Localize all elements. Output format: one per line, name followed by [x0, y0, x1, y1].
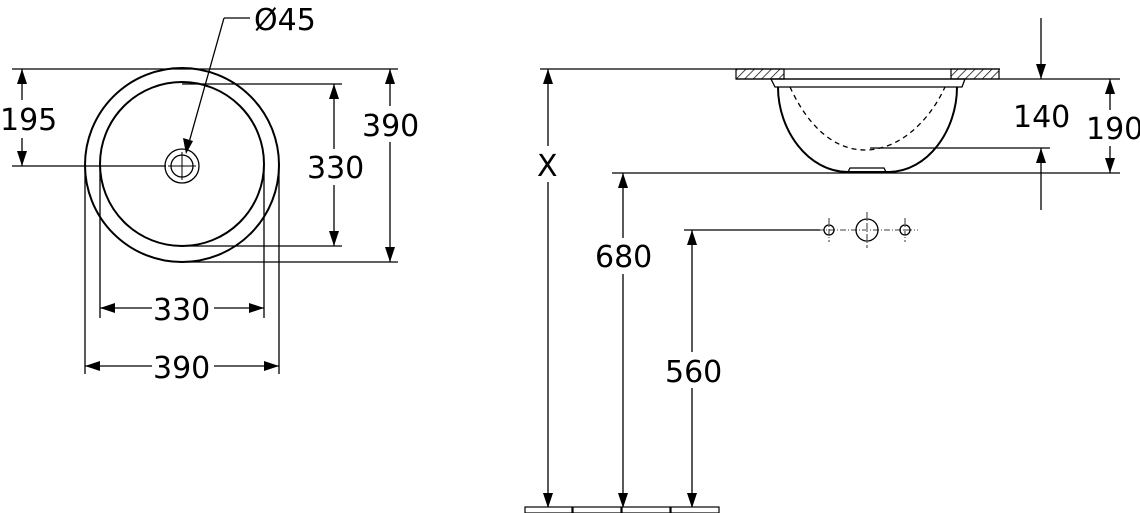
dim-680-arrow-bottom [618, 493, 628, 508]
dim-390-vertical-arrow-top [385, 69, 395, 84]
dim-390-horizontal-label: 390 [153, 351, 210, 386]
dim-560-label: 560 [665, 355, 722, 390]
diameter-label: Ø45 [254, 3, 316, 38]
dim-140-arrow-top [1036, 64, 1046, 79]
dim-560-arrow-bottom [687, 493, 697, 508]
diameter-leader-arrow [183, 138, 193, 154]
side-view: X 680 560 140 190 [524, 18, 1140, 513]
floor-segment-3 [621, 506, 671, 513]
dim-330-vertical-label: 330 [307, 151, 364, 186]
top-view: Ø45 195 330 390 330 [0, 3, 420, 386]
floor-segment-4 [670, 506, 720, 513]
dim-680-label: 680 [595, 240, 652, 275]
dim-190-arrow-top [1105, 79, 1115, 94]
dim-x-arrow-top [543, 69, 553, 84]
tap-hole-center [855, 218, 879, 242]
floor-segment-1 [524, 506, 573, 513]
dim-560-arrow-top [687, 230, 697, 245]
dim-195-arrow-bottom [17, 151, 27, 166]
diameter-leader-diagonal [187, 17, 225, 147]
dim-330-horizontal-arrow-right [249, 303, 264, 313]
dim-390-vertical-arrow-bottom [385, 247, 395, 262]
basin-rim [769, 78, 966, 88]
dim-330-vertical-arrow-top [329, 84, 339, 99]
dim-190-label: 190 [1086, 112, 1140, 147]
dim-330-vertical-arrow-bottom [329, 231, 339, 246]
dim-x-label: X [537, 149, 558, 184]
dim-140-arrow-bottom [1036, 148, 1046, 163]
dim-195-arrow-top [17, 69, 27, 84]
dim-330-horizontal-label: 330 [153, 293, 210, 328]
dim-680-arrow-top [618, 173, 628, 188]
floor-segment-2 [572, 506, 622, 513]
dim-x-arrow-bottom [543, 493, 553, 508]
countertop-left-section [735, 68, 785, 80]
dim-390-vertical-label: 390 [362, 109, 419, 144]
dim-390-horizontal-arrow-right [264, 361, 279, 371]
countertop-right-section [950, 68, 1000, 80]
basin-inner-dashed [789, 86, 946, 151]
dim-140-label: 140 [1013, 100, 1070, 135]
basin-bowl-outline [777, 86, 958, 173]
dim-195-label: 195 [0, 103, 57, 138]
basin-drain-bottom [847, 167, 887, 173]
dim-190-arrow-bottom [1105, 158, 1115, 173]
dim-330-horizontal-arrow-left [100, 303, 115, 313]
dim-390-horizontal-arrow-left [85, 361, 100, 371]
